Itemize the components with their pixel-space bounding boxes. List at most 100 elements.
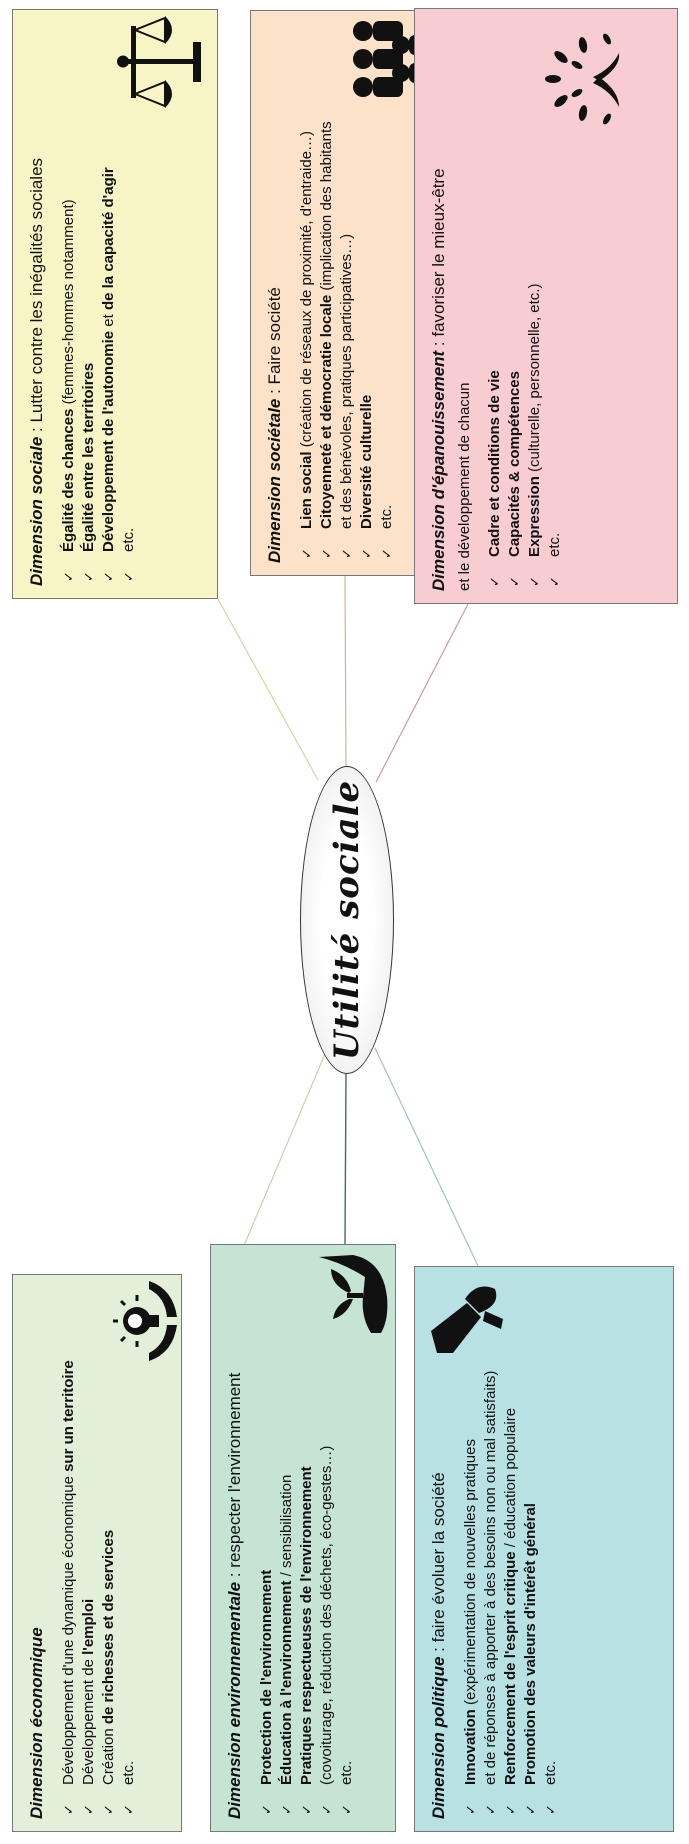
checkmark-icon: ✓ [339,548,354,559]
connector-environnementale [344,1073,347,1245]
connector-politique [374,1047,479,1267]
checkmark-icon: ✓ [319,548,334,559]
item-text: Citoyenneté et démocratie locale [318,294,335,529]
item-text: etc. [542,1760,559,1785]
item-text: de la capacité d'agir [100,167,117,311]
item-text: Égalité des chances [60,408,77,552]
item-text: et de réponses à apporter à des besoins … [482,1370,499,1785]
checkmark-icon: ✓ [101,1804,116,1815]
list-item: ✓ etc. [337,1257,357,1819]
center-label: Utilité sociale [327,779,367,1061]
list-item: ✓ etc. [541,1279,561,1819]
box-dimension-societale: Dimension sociétale : Faire société ✓ Lie… [250,10,440,576]
item-text: Développement d'une dynamique économique [60,1471,77,1785]
checkmark-icon: ✓ [299,1804,314,1815]
box-dimension-epanouissement: Dimension d'épanouissement : favoriser l… [414,8,678,604]
connector-epanouissement [375,603,469,783]
box-dimension-environnementale: Dimension environnementale : respecter l… [210,1244,396,1832]
list-item: ✓ etc. [119,1287,139,1819]
box-subtitle: et le développement de chacun [456,382,473,591]
item-text: etc. [378,504,395,529]
item-text: (création de réseaux de proximité, d'ent… [298,130,315,452]
plant-in-hand-icon [319,1255,388,1333]
checkmark-icon: ✓ [319,1804,334,1815]
list-item: ✓ Égalité entre les territoires [79,22,99,586]
checkmark-icon: ✓ [507,576,522,587]
item-text: (expérimentation de nouvelles pratiques [462,1439,479,1710]
checkmark-icon: ✓ [81,1804,96,1815]
item-text: (covoiturage, réduction des déchets, éco… [318,1445,335,1785]
connector-sociale [217,598,319,781]
item-text: etc. [120,527,137,552]
checkmark-icon: ✓ [121,1804,136,1815]
checkmark-icon: ✓ [463,1804,478,1815]
item-text: / sensibilisation [278,1474,295,1581]
box-dimension-politique: Dimension politique : faire évoluer la s… [414,1266,674,1832]
item-text: Protection de l'environnement [258,1569,275,1785]
checkmark-icon: ✓ [81,571,96,582]
checkmark-icon: ✓ [339,1804,354,1815]
item-text: Innovation [462,1709,479,1785]
box-title: Dimension d'épanouissement : favoriser l… [429,168,448,591]
list-item: ✓ Éducation à l'environnement / sensibili… [277,1257,297,1819]
item-text: Promotion des valeurs d'intérêt général [522,1503,539,1785]
box-title: Dimension sociétale : Faire société [265,287,284,563]
list-item: ✓ Développement d'une dynamique économiqu… [59,1287,79,1819]
list-item: ✓Capacités & compétences [505,21,525,591]
lightbulb-in-hands-icon [113,1281,177,1361]
checkmark-icon: ✓ [547,576,562,587]
list-item: ✓Expression (culturelle, personnelle, et… [525,21,545,591]
item-text: (femmes-hommes notamment) [60,199,77,409]
list-item: ✓ Pratiques respectueuses de l'environnem… [297,1257,317,1819]
checkmark-icon: ✓ [543,1804,558,1815]
item-text: et des bénévoles, pratiques participativ… [338,233,355,529]
item-list: ✓ Développement d'une dynamique économiqu… [59,1287,139,1819]
item-text: l'emploi [80,1598,97,1655]
item-text: sur un territoire [60,1360,77,1472]
checkmark-icon: ✓ [101,571,116,582]
item-text: Création [100,1724,117,1785]
item-text: / éducation populaire [502,1407,519,1552]
checkmark-icon: ✓ [61,571,76,582]
checkmark-icon: ✓ [61,1804,76,1815]
list-item: ✓ Lien social (création de réseaux de pro… [297,23,317,563]
item-text: Développement de l'autonomie [100,330,117,552]
list-item: ✓ (covoiturage, réduction des déchets, éc… [317,1257,337,1819]
checkmark-icon: ✓ [121,571,136,582]
checkmark-icon: ✓ [523,1804,538,1815]
item-text: Expression [526,476,543,557]
box-title: Dimension économique [27,1627,46,1819]
list-item: ✓ Citoyenneté et démocratie locale (impli… [317,23,337,563]
item-text: Diversité culturelle [358,394,375,529]
list-item: ✓ Cadre et conditions de vie [485,21,505,591]
center-node-utilite-sociale: Utilité sociale [300,766,394,1074]
item-text: Cadre et conditions de vie [486,370,503,557]
item-text: Développement de [80,1654,97,1785]
connector-societale [344,575,347,769]
checkmark-icon: ✓ [299,548,314,559]
list-item: ✓ Égalité des chances (femmes-hommes nota… [59,22,79,586]
item-text: Égalité entre les territoires [80,362,97,552]
item-list: ✓ Protection de l'environnement ✓ Éducation… [257,1257,357,1819]
checkmark-icon: ✓ [487,576,502,587]
checkmark-icon: ✓ [279,1804,294,1815]
item-text: etc. [546,532,563,557]
checkmark-icon: ✓ [503,1804,518,1815]
scales-icon [117,16,201,108]
megaphone-icon [431,1286,503,1353]
item-text: Lien social [298,451,315,529]
item-text: (implication des habitants [318,121,335,295]
checkmark-icon: ✓ [259,1804,274,1815]
item-text: Éducation à l'environnement [278,1580,295,1785]
item-text: Pratiques respectueuses de l'environneme… [298,1466,315,1785]
box-title: Dimension environnementale : respecter l… [225,1372,244,1819]
list-item: ✓ Développement de l'emploi [79,1287,99,1819]
checkmark-icon: ✓ [527,576,542,587]
list-item: ✓Création de richesses et de services [99,1287,119,1819]
item-text: etc. [338,1760,355,1785]
item-text: etc. [120,1760,137,1785]
box-dimension-economique: Dimension économique ✓ Développement d'un… [12,1274,182,1832]
box-dimension-sociale: Dimension sociale : Lutter contre les in… [12,9,218,599]
